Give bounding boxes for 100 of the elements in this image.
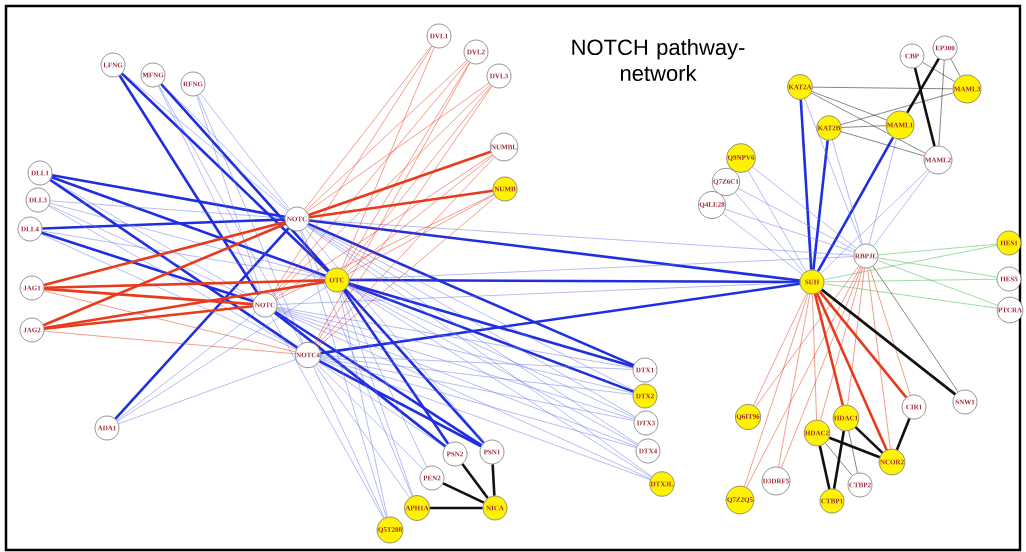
- edge-line: [815, 292, 888, 451]
- edge-line: [50, 179, 255, 299]
- edge-line: [197, 95, 304, 344]
- edge-line: [342, 290, 427, 468]
- edge-line: [318, 359, 482, 448]
- edge-line: [744, 293, 809, 487]
- edge-line: [320, 356, 633, 395]
- edge-line: [49, 202, 326, 278]
- edge-line: [320, 357, 635, 421]
- edge-line: [116, 312, 256, 421]
- edge-line: [276, 306, 634, 369]
- edge-line: [44, 279, 325, 289]
- edge-line: [306, 82, 490, 213]
- edge-line: [196, 95, 262, 294]
- edge-line: [724, 209, 855, 253]
- edge-line: [877, 257, 998, 278]
- edge-line: [804, 98, 862, 245]
- edge-line: [347, 286, 652, 478]
- edge-line: [308, 150, 492, 217]
- edge-line: [42, 218, 285, 230]
- edge-line: [118, 74, 260, 296]
- edge-line: [273, 84, 491, 297]
- edge-line: [158, 85, 302, 344]
- edge-line: [349, 278, 800, 284]
- edge-line: [738, 188, 856, 251]
- edge-line: [275, 194, 495, 300]
- edge-line: [818, 290, 908, 399]
- edge-line: [873, 171, 930, 247]
- edge-line: [867, 268, 891, 450]
- edge-line: [812, 86, 953, 90]
- edge-line: [51, 173, 286, 219]
- edge-line: [320, 282, 800, 355]
- edge-line: [271, 46, 433, 295]
- edge-line: [872, 265, 959, 393]
- edge-line: [781, 267, 862, 468]
- edge-line: [347, 194, 495, 275]
- edge-line: [320, 355, 633, 370]
- edge-line: [48, 205, 297, 349]
- edge-line: [347, 285, 638, 446]
- edge-line: [309, 219, 800, 282]
- edge-line: [816, 136, 895, 272]
- edge-line: [276, 307, 634, 394]
- edge-line: [41, 233, 297, 350]
- edge-line: [877, 260, 998, 306]
- edge-line: [305, 60, 468, 211]
- edge-line: [270, 315, 384, 519]
- edge-line: [913, 67, 936, 147]
- edge-line: [276, 308, 635, 420]
- edge-line: [272, 61, 469, 296]
- edge-line: [317, 196, 496, 347]
- edge-line: [317, 363, 424, 470]
- edge-line: [121, 72, 329, 273]
- edge-line: [848, 430, 858, 474]
- edge-line: [491, 464, 496, 496]
- edge-line: [320, 358, 637, 448]
- edge-line: [868, 138, 897, 245]
- edge-line: [442, 482, 485, 504]
- edge-line: [309, 189, 493, 219]
- edge-line: [313, 366, 385, 519]
- edge-line: [347, 284, 636, 419]
- edge-line: [316, 157, 495, 346]
- edge-line: [306, 226, 653, 477]
- edge-line: [200, 93, 290, 210]
- edge-line: [301, 230, 413, 497]
- edge-line: [734, 192, 805, 273]
- edge-line: [41, 231, 254, 303]
- edge-line: [276, 309, 651, 480]
- edge-line: [820, 267, 863, 421]
- edge-line: [840, 92, 954, 125]
- edge-line: [44, 330, 296, 355]
- edge-line: [341, 47, 435, 269]
- edge-line: [44, 305, 253, 330]
- edge-line: [43, 290, 296, 353]
- edge-line: [722, 213, 803, 275]
- edge-line: [122, 72, 288, 212]
- edge-line: [823, 245, 998, 280]
- edge-line: [938, 60, 945, 146]
- edge-line: [274, 310, 483, 447]
- edge-line: [820, 288, 957, 396]
- edge-line: [51, 175, 326, 278]
- edge-line: [342, 289, 450, 445]
- edge-line: [44, 287, 253, 306]
- edge-line: [344, 85, 492, 271]
- edge-line: [276, 309, 637, 447]
- edge-line: [340, 291, 413, 497]
- edge-line: [41, 230, 326, 279]
- edge-line: [344, 288, 485, 444]
- edge-line: [828, 436, 881, 459]
- edge-line: [906, 58, 940, 114]
- edge-line: [43, 220, 286, 287]
- edge-line: [922, 62, 955, 82]
- edge-line: [309, 219, 854, 256]
- edge-line: [161, 83, 289, 211]
- edge-line: [304, 228, 485, 443]
- edge-line: [160, 83, 330, 272]
- edge-line: [813, 293, 845, 406]
- edge-line: [748, 170, 807, 272]
- edge-line: [318, 362, 445, 448]
- edge-line: [778, 293, 811, 468]
- edge-line: [349, 256, 854, 280]
